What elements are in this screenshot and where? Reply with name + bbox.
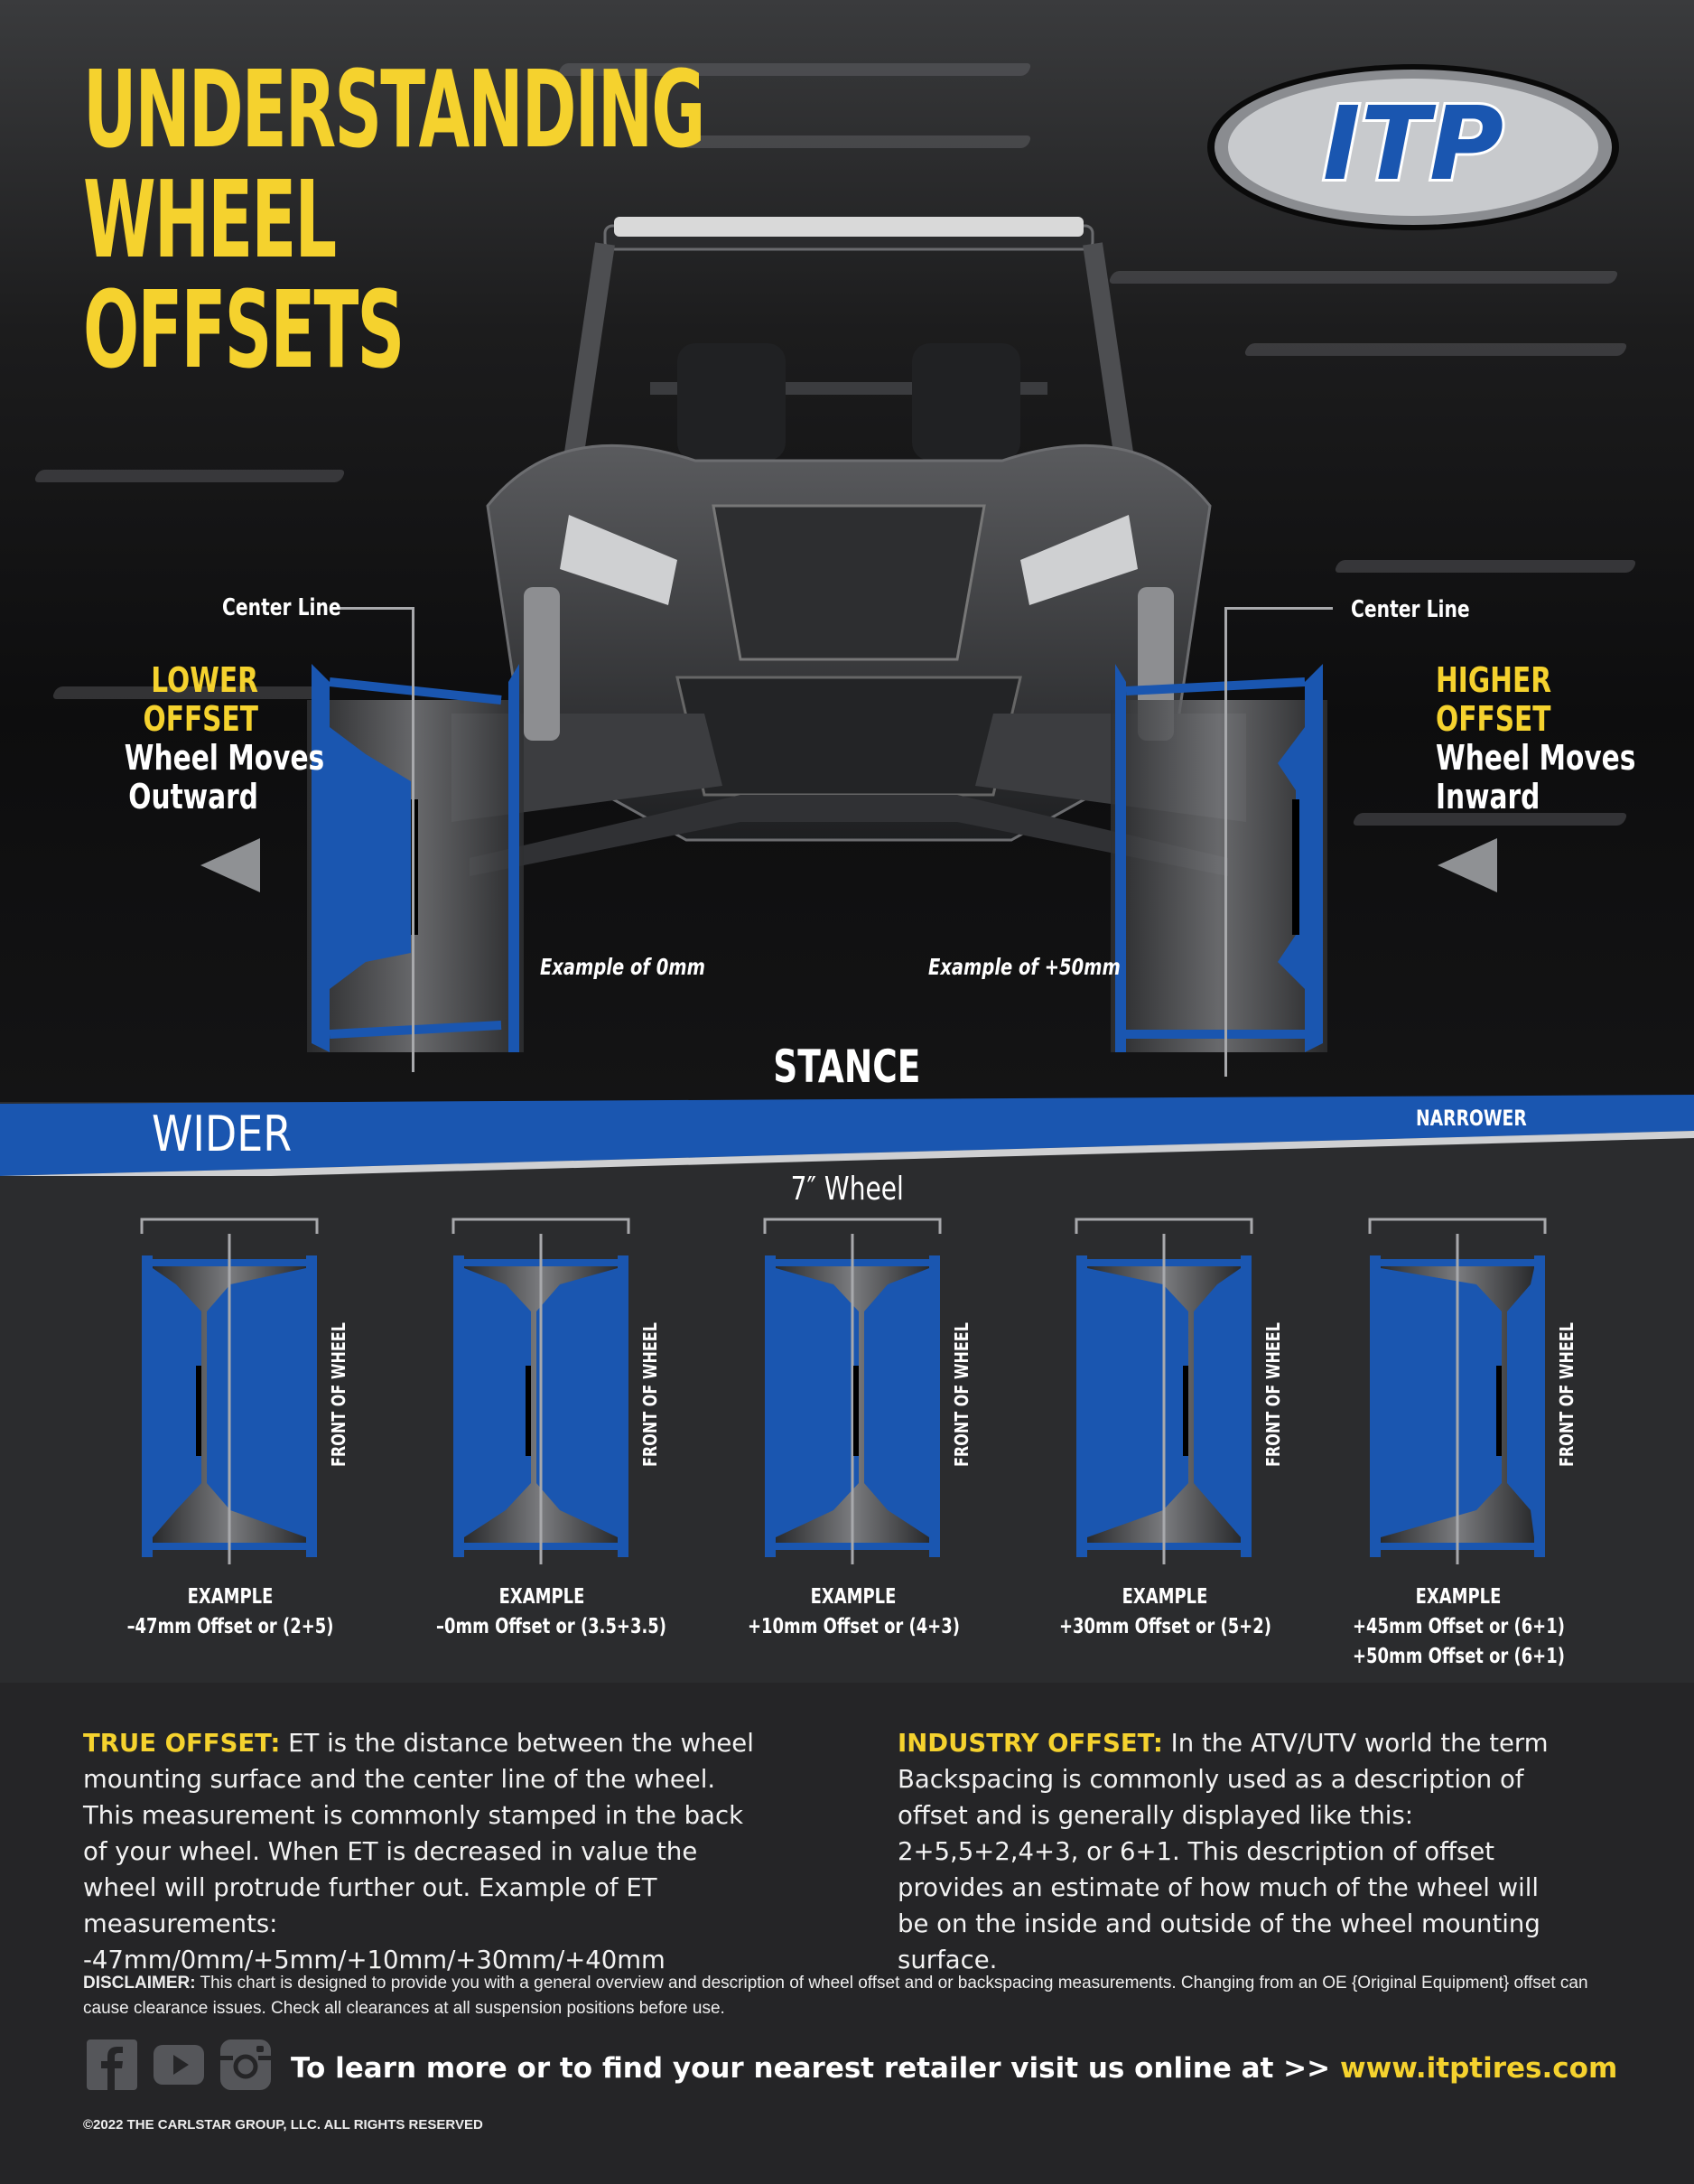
right-center-line-tick	[1224, 607, 1333, 610]
front-of-wheel-label: FRONT OF WHEEL	[1556, 1322, 1578, 1467]
wheel-offset-text: –47mm Offset or (2+5)	[126, 1615, 334, 1638]
logo-text: ITP	[1323, 86, 1503, 203]
wheel-diagram-4	[1075, 1218, 1253, 1564]
left-move-line-1: Wheel Moves	[124, 738, 325, 778]
wheel-offset-text: –0mm Offset or (3.5+3.5)	[436, 1615, 666, 1638]
right-center-line	[1224, 607, 1227, 1077]
wheel-offset-text: +30mm Offset or (5+2)	[1059, 1615, 1271, 1638]
title-line-3: OFFSETS	[83, 267, 405, 392]
utv-vehicle-image	[451, 217, 1246, 876]
facebook-icon[interactable]	[87, 2039, 137, 2090]
narrower-label: NARROWER	[1416, 1106, 1558, 1131]
front-of-wheel-label: FRONT OF WHEEL	[328, 1322, 349, 1467]
right-move-line-2: Inward	[1436, 777, 1540, 817]
wheel-caption-2: EXAMPLE –0mm Offset or (3.5+3.5)	[406, 1582, 677, 1642]
left-example-label: Example of 0mm	[540, 954, 705, 980]
left-offset-line-2: OFFSET	[143, 699, 258, 739]
left-wheel-cutaway	[307, 664, 524, 1052]
wheel-size-text: 7″ Wheel	[790, 1171, 904, 1208]
info-section	[0, 1683, 1694, 2184]
wheel-example-label: EXAMPLE	[810, 1585, 897, 1609]
stance-band	[0, 1095, 1694, 1176]
industry-offset-paragraph: INDUSTRY OFFSET: In the ATV/UTV world th…	[898, 1725, 1566, 1978]
right-example-label: Example of +50mm	[928, 954, 1121, 980]
true-offset-body: ET is the distance between the wheel mou…	[83, 1729, 754, 1974]
website-link[interactable]: www.itptires.com	[1339, 2052, 1618, 2085]
left-center-line	[412, 607, 414, 1072]
copyright: ©2022 THE CARLSTAR GROUP, LLC. ALL RIGHT…	[83, 2117, 483, 2133]
wider-text: WIDER	[152, 1106, 293, 1162]
cta-text: To learn more or to find your nearest re…	[291, 2052, 1617, 2085]
instagram-icon[interactable]	[220, 2039, 271, 2090]
disclaimer-heading: DISCLAIMER:	[83, 1974, 196, 1993]
wheel-diagram-2	[451, 1218, 630, 1564]
right-arrow-icon	[1438, 838, 1497, 892]
wheel-diagram-1	[140, 1218, 319, 1564]
page-title: UNDERSTANDING WHEEL OFFSETS	[83, 47, 705, 392]
left-center-line-label: Center Line	[222, 594, 341, 621]
front-of-wheel-label: FRONT OF WHEEL	[1262, 1322, 1284, 1467]
stance-text: STANCE	[773, 1041, 921, 1093]
disclaimer: DISCLAIMER: This chart is designed to pr…	[83, 1971, 1618, 2021]
wheel-offset-text: +50mm Offset or (6+1)	[1353, 1645, 1565, 1668]
front-of-wheel-label: FRONT OF WHEEL	[639, 1322, 661, 1467]
left-center-line-tick	[330, 607, 414, 610]
wheel-caption-4: EXAMPLE +30mm Offset or (5+2)	[1029, 1582, 1300, 1642]
true-offset-heading: TRUE OFFSET:	[83, 1729, 281, 1758]
wheel-diagram-5	[1368, 1218, 1547, 1564]
left-move-line-2: Outward	[128, 777, 258, 817]
right-center-line-label: Center Line	[1351, 596, 1470, 623]
right-offset-line-2: OFFSET	[1436, 699, 1551, 739]
left-offset-line-1: LOWER	[151, 660, 258, 700]
front-of-wheel-label: FRONT OF WHEEL	[951, 1322, 973, 1467]
wheel-offset-text: +10mm Offset or (4+3)	[748, 1615, 960, 1638]
right-offset-line-1: HIGHER	[1436, 660, 1552, 700]
right-wheel-cutaway	[1111, 664, 1327, 1052]
wheel-example-label: EXAMPLE	[498, 1585, 585, 1609]
left-arrow-icon	[200, 838, 260, 892]
wheel-example-label: EXAMPLE	[1122, 1585, 1208, 1609]
cta-message: To learn more or to find your nearest re…	[291, 2052, 1331, 2085]
youtube-icon[interactable]	[154, 2039, 204, 2090]
narrower-text: NARROWER	[1416, 1106, 1527, 1131]
title-line-1: UNDERSTANDING	[83, 47, 705, 172]
wheel-example-label: EXAMPLE	[1415, 1585, 1502, 1609]
right-move-line-1: Wheel Moves	[1436, 738, 1636, 778]
disclaimer-body: This chart is designed to provide you wi…	[83, 1974, 1588, 2018]
stance-label: STANCE	[0, 1041, 1694, 1093]
wheel-caption-5: EXAMPLE +45mm Offset or (6+1) +50mm Offset…	[1323, 1582, 1594, 1672]
itp-logo: ITP	[1207, 64, 1619, 230]
wheel-example-label: EXAMPLE	[187, 1585, 274, 1609]
wheel-size-label: 7″ Wheel	[0, 1171, 1694, 1208]
industry-offset-heading: INDUSTRY OFFSET:	[898, 1729, 1163, 1758]
wheel-caption-1: EXAMPLE –47mm Offset or (2+5)	[95, 1582, 366, 1642]
wheel-caption-3: EXAMPLE +10mm Offset or (4+3)	[718, 1582, 989, 1642]
wider-label: WIDER	[152, 1106, 317, 1162]
right-offset-text: HIGHER OFFSET Wheel Moves Inward	[1436, 661, 1635, 817]
wheel-offset-text: +45mm Offset or (6+1)	[1353, 1615, 1565, 1638]
left-offset-text: LOWER OFFSET Wheel Moves Outward	[124, 660, 325, 817]
true-offset-paragraph: TRUE OFFSET: ET is the distance between …	[83, 1725, 769, 1978]
wheel-diagram-3	[763, 1218, 942, 1564]
industry-offset-body: In the ATV/UTV world the term Backspacin…	[898, 1729, 1549, 1974]
title-line-2: WHEEL	[83, 157, 337, 282]
